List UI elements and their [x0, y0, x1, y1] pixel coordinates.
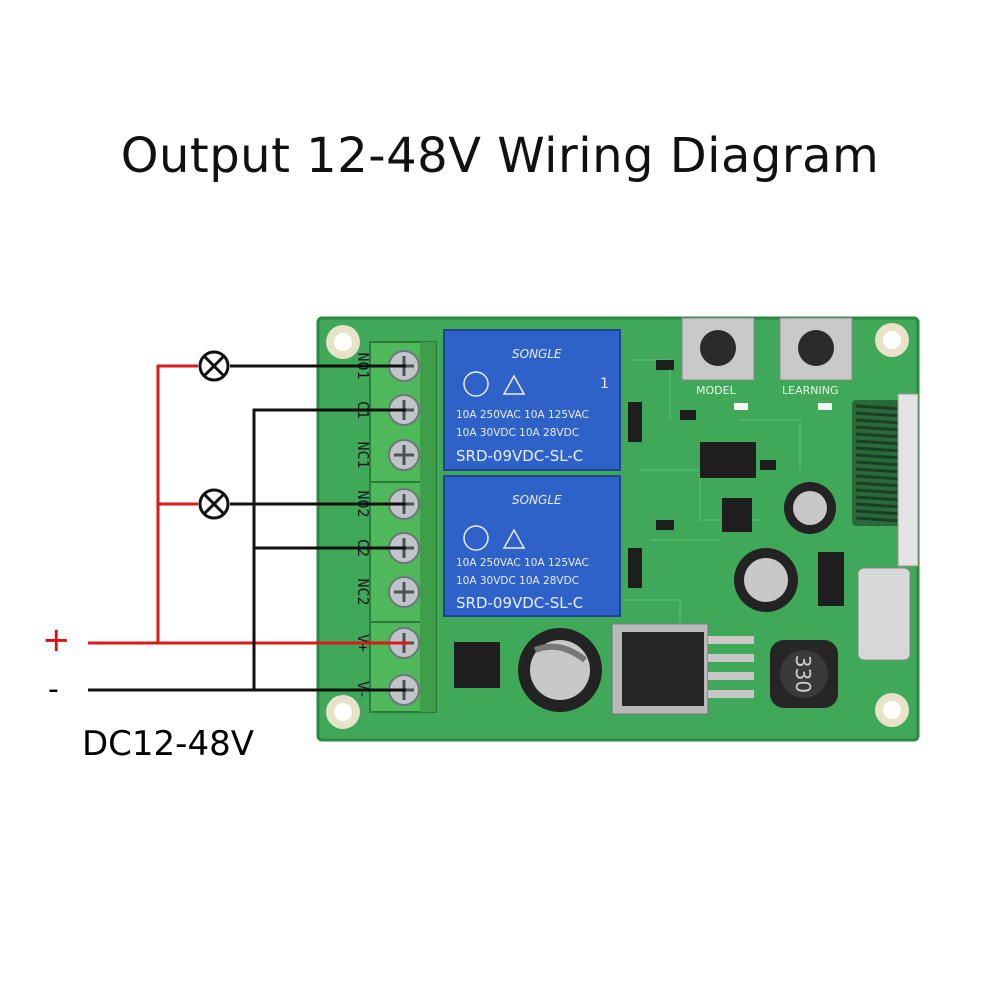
cqc-logo-icon	[463, 525, 489, 551]
coil-winding	[855, 432, 903, 439]
lamp-icon	[198, 350, 230, 382]
coil-winding	[855, 488, 903, 495]
mounting-hole	[875, 323, 909, 357]
smd-components	[454, 360, 844, 688]
coil-winding	[855, 481, 903, 488]
led	[818, 403, 832, 410]
coil-winding	[855, 418, 903, 425]
coil-winding	[855, 502, 903, 509]
voltage-regulator	[611, 623, 754, 715]
coil-winding	[855, 509, 903, 516]
relay-model: SRD-09VDC-SL-C	[456, 594, 583, 612]
mounting-hole	[326, 325, 360, 359]
coil-winding	[855, 425, 903, 432]
capacitor	[734, 548, 798, 612]
relay-2: SONGLE 10A 250VAC 10A 125VAC 10A 30VDC 1…	[443, 475, 621, 617]
negative-label: -	[48, 672, 59, 707]
rf-module	[897, 393, 919, 567]
terminal-label-nc1: NC1	[354, 441, 372, 468]
cqc-logo-icon	[463, 371, 489, 397]
supply-voltage-label: DC12-48V	[82, 724, 254, 764]
coil-winding	[855, 411, 903, 418]
model-button: MODEL	[681, 317, 755, 397]
inductor: 330	[770, 640, 838, 708]
warning-icon	[502, 528, 526, 549]
terminal-label-nc2: NC2	[354, 578, 372, 605]
positive-wire	[156, 364, 198, 643]
coil-winding	[855, 474, 903, 481]
coil-winding	[855, 446, 903, 453]
relay-rating: 10A 30VDC 10A 28VDC	[456, 427, 579, 439]
wiring	[88, 364, 410, 692]
mounting-hole	[326, 695, 360, 729]
negative-wire	[252, 408, 406, 690]
warning-icon	[502, 374, 526, 395]
relay-rating: 10A 250VAC 10A 125VAC	[456, 557, 589, 569]
mounting-hole	[875, 693, 909, 727]
relay-model: SRD-09VDC-SL-C	[456, 447, 583, 465]
terminal-screw	[388, 439, 420, 471]
inductor-value: 330	[791, 655, 815, 693]
led	[734, 403, 748, 410]
model-label: MODEL	[696, 384, 737, 397]
coil-winding	[855, 404, 903, 411]
positive-label: +	[42, 620, 71, 660]
capacitor	[784, 482, 836, 534]
relay-brand: SONGLE	[512, 347, 562, 361]
capacitor	[518, 628, 602, 712]
terminal-screw	[388, 576, 420, 608]
relay-number: 1	[600, 376, 609, 392]
coil-winding	[855, 439, 903, 446]
lamp-icon	[198, 488, 230, 520]
learning-button: LEARNING	[779, 317, 853, 397]
coil-winding	[855, 460, 903, 467]
coil-winding	[855, 516, 903, 523]
relay-rating: 10A 250VAC 10A 125VAC	[456, 409, 589, 421]
coil-winding	[855, 453, 903, 460]
coil-winding	[855, 495, 903, 502]
crystal-oscillator	[857, 567, 911, 661]
rf-antenna-coil	[852, 400, 906, 526]
learning-label: LEARNING	[782, 384, 838, 397]
relay-1: SONGLE 1 10A 250VAC 10A 125VAC 10A 30VDC…	[443, 329, 621, 471]
coil-winding	[855, 467, 903, 474]
page-title: Output 12-48V Wiring Diagram	[120, 128, 880, 184]
relay-brand: SONGLE	[512, 493, 562, 507]
relay-rating: 10A 30VDC 10A 28VDC	[456, 575, 579, 587]
